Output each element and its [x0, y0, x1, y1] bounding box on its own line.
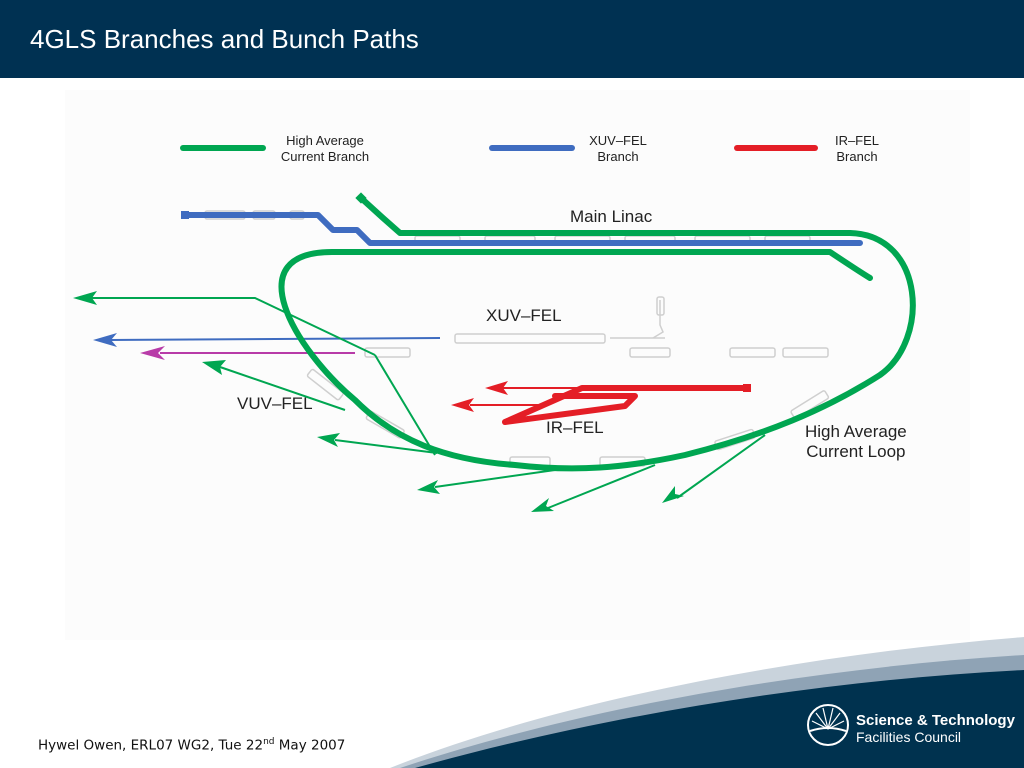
footer-author: Hywel Owen, ERL07 WG2, Tue 22 [38, 737, 264, 754]
legend-label-high-average-current: High Average Current Branch [270, 133, 380, 165]
xuv-fel-output-arrow [93, 333, 441, 347]
footer-date: May 2007 [274, 737, 346, 754]
label-main-linac: Main Linac [570, 207, 653, 226]
beam-path-drawing [73, 145, 916, 512]
legend-line2: Branch [836, 149, 878, 164]
logo-text-line1: Science & Technology [856, 712, 1015, 729]
label-ir-fel: IR–FEL [546, 418, 604, 437]
legend-line1: High Average [286, 133, 364, 148]
accelerator-diagram: High Average Current Branch XUV–FEL Bran… [65, 90, 970, 640]
loop-label-line2: Current Loop [806, 442, 906, 461]
footer-superscript: nd [263, 737, 275, 747]
legend-line1: IR–FEL [834, 133, 880, 148]
xuv-fel-branch [181, 211, 863, 246]
legend-line2: Current Branch [280, 149, 370, 164]
stfc-logo: Science & Technology Facilities Council [806, 702, 1016, 748]
label-xuv-fel: XUV–FEL [486, 306, 562, 325]
sunburst-icon [807, 704, 849, 746]
logo-text-line2: Facilities Council [856, 729, 962, 745]
legend-label-ir-fel: IR–FEL Branch [822, 133, 892, 165]
legend-line1: XUV–FEL [589, 133, 647, 148]
label-vuv-fel: VUV–FEL [237, 394, 313, 413]
slide-header: 4GLS Branches and Bunch Paths [0, 0, 1024, 78]
footer-credit: Hywel Owen, ERL07 WG2, Tue 22nd May 2007 [38, 737, 345, 754]
legend-line2: Branch [597, 149, 639, 164]
legend-label-xuv-fel: XUV–FEL Branch [578, 133, 658, 165]
loop-label-line1: High Average [805, 422, 907, 441]
green-output-arrows [73, 291, 766, 512]
label-high-average-current-loop: High Average Current Loop [805, 422, 907, 462]
ir-fel-branch [451, 381, 751, 425]
slide-title: 4GLS Branches and Bunch Paths [30, 24, 419, 54]
vuv-fel-output-arrow [140, 346, 355, 360]
